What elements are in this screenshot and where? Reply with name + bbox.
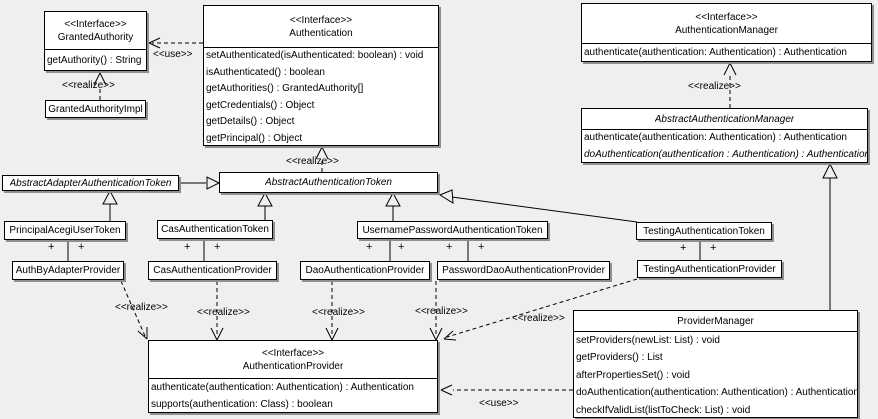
class-name: UsernamePasswordAuthenticationToken [362,224,543,236]
class-name: PrincipalAcegiUserToken [9,225,121,236]
class-abstract-authentication-token[interactable]: AbstractAuthenticationToken [219,172,438,193]
class-name: GrantedAuthorityImpl [48,103,143,115]
class-name: AbstractAuthenticationManager [654,113,795,125]
class-granted-authority-impl[interactable]: GrantedAuthorityImpl [45,100,146,118]
class-name: ProviderManager [677,315,754,327]
method-row: supports(authentication: Class) : boolea… [151,399,333,410]
edge-label-realize: <<realize>> [312,307,365,318]
multiplicity-plus: + [214,241,221,253]
method-row: authenticate(authentication: Authenticat… [584,132,847,143]
realize-grantedauthorityimpl [93,72,107,100]
stereotype-label: <<Interface>> [261,347,325,359]
multiplicity-plus: + [478,241,485,253]
edge-label-realize: <<realize>> [512,313,565,324]
class-cas-authentication-token[interactable]: CasAuthenticationToken [157,220,273,239]
method-row: doAuthentication(authentication: Authent… [576,387,857,399]
method-row: doAuthentication(authentication : Authen… [584,148,867,160]
realize-passworddao-provider [429,281,443,341]
class-name: AbstractAdapterAuthenticationToken [9,177,172,189]
multiplicity-plus: + [184,241,191,253]
method-row: authenticate(authentication: Authenticat… [584,47,847,58]
class-dao-authentication-provider[interactable]: DaoAuthenticationProvider [300,261,430,280]
method-row: getDetails() : Object [206,116,295,127]
multiplicity-plus: + [78,241,85,253]
class-name: TestingAuthenticationProvider [643,263,776,275]
edge-label-realize: <<realize>> [688,81,741,92]
stereotype-label: <<Interface>> [289,14,353,26]
class-name: Authentication [289,27,353,39]
multiplicity-plus: + [398,241,405,253]
generalization-username-token [385,191,401,221]
edge-label-realize: <<realize>> [62,80,115,91]
realize-abstract-token [315,146,329,172]
class-password-dao-authentication-provider[interactable]: PasswordDaoAuthenticationProvider [437,261,610,280]
class-abstract-authentication-manager[interactable]: AbstractAuthenticationManager authentica… [581,108,868,163]
method-row: getAuthorities() : GrantedAuthority[] [206,83,364,94]
multiplicity-plus: + [366,241,373,253]
realize-abstract-manager [723,62,737,108]
class-authentication-provider[interactable]: <<Interface>> AuthenticationProvider aut… [148,340,438,413]
stereotype-label: <<Interface>> [64,18,127,30]
generalization-adapter-token [179,176,221,190]
class-name: AuthByAdapterProvider [15,265,121,276]
edge-label-use: <<use>> [153,49,193,60]
realize-cas-provider [210,281,224,341]
class-auth-by-adapter-provider[interactable]: AuthByAdapterProvider [12,261,124,280]
generalization-principal-token [102,189,118,221]
class-granted-authority[interactable]: <<Interface>> GrantedAuthority getAuthor… [44,11,147,71]
class-testing-authentication-token[interactable]: TestingAuthenticationToken [636,222,772,240]
class-name: DaoAuthenticationProvider [305,265,425,276]
association-lines [67,239,701,261]
method-row: setAuthenticated(isAuthenticated: boolea… [206,50,424,61]
class-provider-manager[interactable]: ProviderManager setProviders(newList: Li… [573,310,858,418]
stereotype-label: <<Interface>> [695,11,758,23]
class-name: AbstractAuthenticationToken [265,177,392,188]
realize-testing-provider [443,278,638,341]
multiplicity-plus: + [48,241,55,253]
class-name: GrantedAuthority [57,31,134,43]
edge-label-realize: <<realize>> [415,306,468,317]
class-username-password-authentication-token[interactable]: UsernamePasswordAuthenticationToken [357,221,548,239]
realize-authbyadapter-provider [120,280,148,340]
class-name: CasAuthenticationToken [161,224,269,235]
method-row: setProviders(newList: List) : void [576,335,720,346]
multiplicity-plus: + [710,242,717,254]
method-row: getAuthority() : String [47,55,142,66]
edge-label-use: <<use>> [479,398,519,409]
class-cas-authentication-provider[interactable]: CasAuthenticationProvider [148,261,277,280]
realize-dao-provider [325,281,339,341]
use-authentication-grantedauthority [148,37,203,49]
class-name: CasAuthenticationProvider [153,265,272,276]
class-principal-acegi-user-token[interactable]: PrincipalAcegiUserToken [4,221,126,240]
generalization-cas-token [257,191,273,220]
method-row: getProviders() : List [576,352,663,364]
class-name: TestingAuthenticationToken [643,225,765,237]
method-row: checkIfValidList(listToCheck: List) : vo… [576,404,751,416]
class-abstract-adapter-authentication-token[interactable]: AbstractAdapterAuthenticationToken [2,175,179,191]
method-row: afterPropertiesSet() : void [576,369,690,381]
use-providermanager-provider [440,384,573,396]
multiplicity-plus: + [680,242,687,254]
multiplicity-plus: + [446,241,453,253]
class-name: AuthenticationProvider [242,360,344,372]
class-testing-authentication-provider[interactable]: TestingAuthenticationProvider [637,260,782,278]
class-authentication-manager[interactable]: <<Interface>> AuthenticationManager auth… [581,3,872,62]
generalization-testing-token [438,189,638,223]
edge-label-realize: <<realize>> [197,307,250,318]
method-row: getCredentials() : Object [206,99,315,111]
class-name: PasswordDaoAuthenticationProvider [442,265,605,276]
class-name: AuthenticationManager [675,24,778,36]
method-row: authenticate(authentication: Authenticat… [151,382,414,393]
method-row: getPrincipal() : Object [206,132,303,144]
generalization-provider-manager [822,162,838,310]
edge-label-realize: <<realize>> [115,302,168,313]
class-authentication[interactable]: <<Interface>> Authentication setAuthenti… [203,5,439,146]
edge-label-realize: <<realize>> [286,156,339,167]
method-row: isAuthenticated() : boolean [206,66,325,78]
